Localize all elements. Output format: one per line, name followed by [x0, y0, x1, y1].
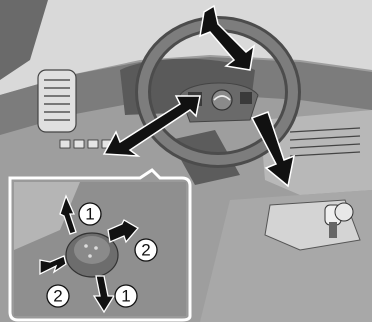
callout-tilt-up: 1 [79, 203, 101, 225]
callout-label: 1 [85, 205, 94, 224]
callout-telescope-out: 2 [135, 239, 157, 261]
callout-tilt-down: 1 [115, 285, 137, 307]
callout-telescope-in: 2 [47, 285, 69, 307]
callout-label: 1 [121, 287, 130, 306]
callout-label: 2 [53, 287, 62, 306]
callout-label: 2 [141, 241, 150, 260]
lever-knob-icon [335, 203, 353, 221]
